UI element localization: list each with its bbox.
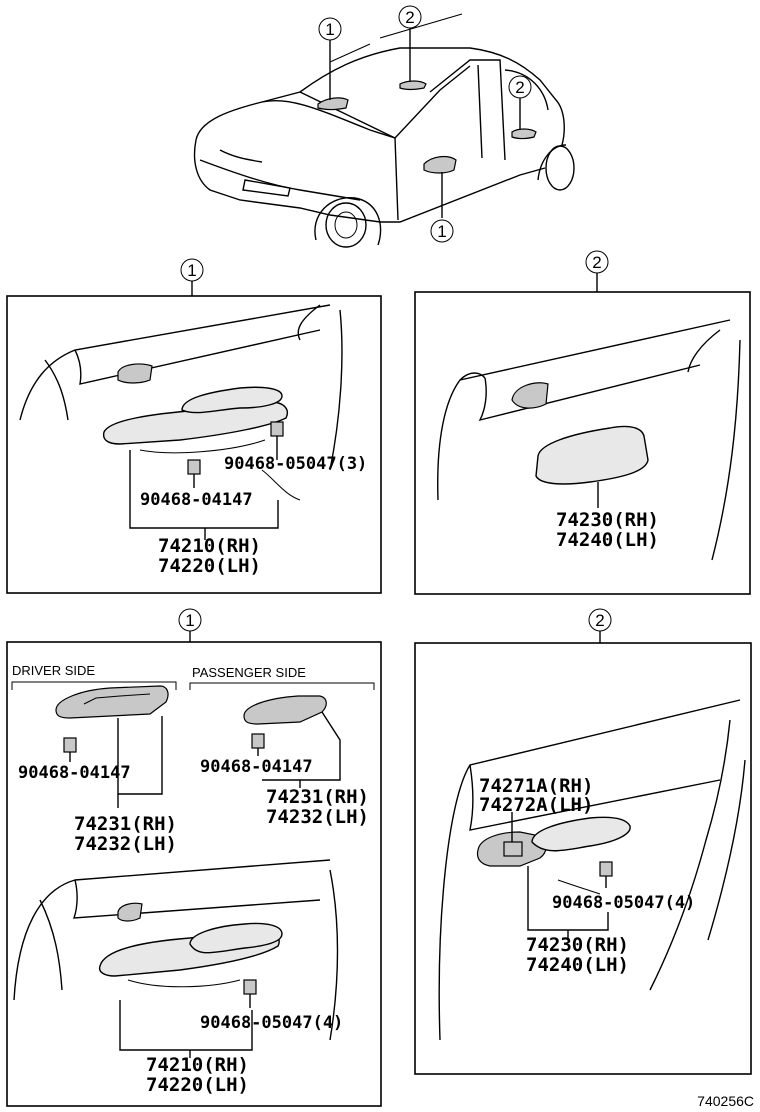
driver-switch-base-illustration <box>55 685 169 808</box>
callout-car-2a: 2 <box>398 5 422 29</box>
panel-br-illustration <box>438 699 746 1041</box>
callout-panel-tl: 1 <box>180 258 204 296</box>
switch-base-rh-label: 74271A(RH) <box>479 775 593 797</box>
panel-rear-switch-base <box>414 642 752 1075</box>
driver-screw-label: 90468-04147 <box>18 763 131 783</box>
panel-tl-illustration <box>19 304 343 540</box>
passenger-switch-rh-label: 74231(RH) <box>266 786 369 808</box>
passenger-screw-label: 90468-04147 <box>200 757 313 777</box>
panel-tr-illustration <box>437 319 741 561</box>
callout-car-1b: 1 <box>430 219 454 243</box>
passenger-switch-base-illustration <box>243 695 341 788</box>
panel-br-part-rh-label: 74230(RH) <box>526 934 629 956</box>
driver-side-bracket <box>11 681 177 690</box>
callout-panel-tr-label: 2 <box>592 253 601 272</box>
panel-br-screw-label: 90468-05047(4) <box>552 893 695 913</box>
panel-bl-part-lh-label: 74220(LH) <box>146 1074 249 1096</box>
passenger-side-label: PASSENGER SIDE <box>192 665 306 680</box>
callout-panel-bl: 1 <box>178 608 202 642</box>
panel-tl-screw-b-label: 90468-04147 <box>140 490 253 510</box>
panel-window-switch-base <box>6 641 382 1107</box>
callout-panel-bl-label: 1 <box>185 611 194 630</box>
panel-tr-part-lh-label: 74240(LH) <box>556 529 659 551</box>
diagram-code: 740256C <box>697 1093 754 1109</box>
callout-car-2a-label: 2 <box>405 8 414 27</box>
panel-tl-part-lh-label: 74220(LH) <box>158 555 261 577</box>
panel-tr-part-rh-label: 74230(RH) <box>556 509 659 531</box>
driver-side-label: DRIVER SIDE <box>12 663 95 678</box>
callout-car-1a-label: 1 <box>325 20 334 39</box>
driver-switch-rh-label: 74231(RH) <box>74 813 177 835</box>
callout-panel-tr: 2 <box>585 250 609 292</box>
callout-panel-br-label: 2 <box>595 611 604 630</box>
panel-rear-door-handle <box>414 291 751 595</box>
callout-car-1a: 1 <box>318 17 342 41</box>
passenger-switch-lh-label: 74232(LH) <box>266 806 369 828</box>
callout-car-2b: 2 <box>508 75 532 99</box>
callout-panel-br: 2 <box>588 608 612 643</box>
panel-br-part-lh-label: 74240(LH) <box>526 954 629 976</box>
panel-bl-part-rh-label: 74210(RH) <box>146 1054 249 1076</box>
driver-switch-lh-label: 74232(LH) <box>74 833 177 855</box>
callout-panel-tl-label: 1 <box>187 261 196 280</box>
passenger-side-bracket <box>189 682 375 690</box>
panel-front-door-handle <box>6 295 382 594</box>
car-illustration <box>193 13 575 248</box>
callout-car-1b-label: 1 <box>437 222 446 241</box>
panel-bl-door-illustration <box>13 859 339 1058</box>
switch-base-lh-label: 74272A(LH) <box>479 794 593 816</box>
callout-car-2b-label: 2 <box>515 78 524 97</box>
panel-tl-part-rh-label: 74210(RH) <box>158 535 261 557</box>
panel-bl-screw-label: 90468-05047(4) <box>200 1013 343 1033</box>
panel-tl-screw-a-label: 90468-05047(3) <box>224 454 367 474</box>
